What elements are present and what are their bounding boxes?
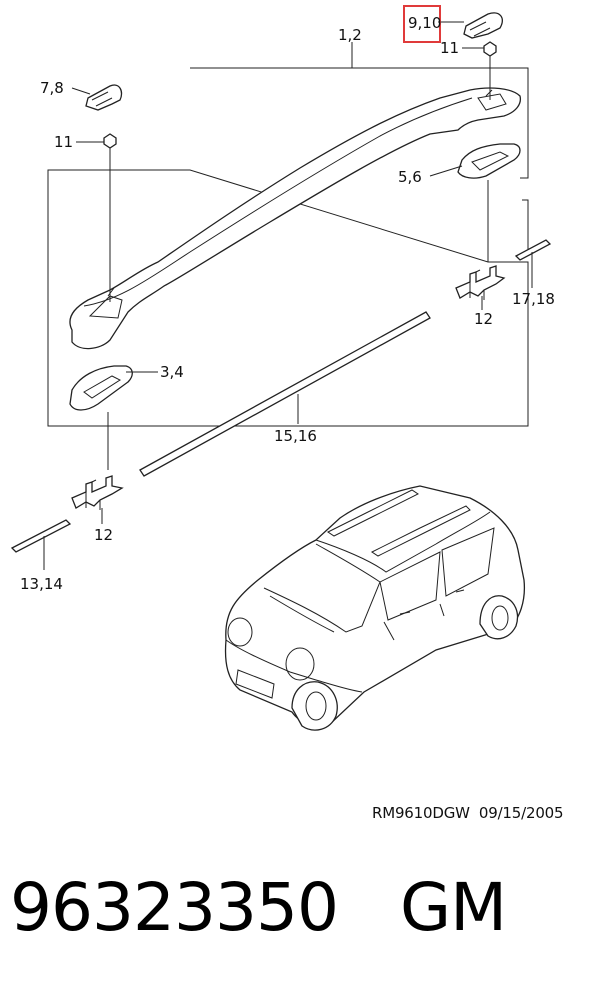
part-number: 96323350: [10, 869, 339, 946]
diagram-date: 09/15/2005: [478, 804, 564, 822]
brand-name: GM: [399, 869, 507, 946]
callout-clip-front: 12: [94, 526, 113, 544]
callout-molding: 15,16: [274, 427, 317, 445]
callout-nut-left: 11: [54, 133, 73, 151]
callout-end-cover-front: 7,8: [40, 79, 64, 97]
car-illustration: [224, 485, 526, 731]
callout-nut-top: 11: [440, 39, 459, 57]
callout-strip-front: 13,14: [20, 575, 63, 593]
clip-front: [71, 475, 124, 510]
pad-front: [69, 365, 133, 470]
leader-lines: [43, 21, 533, 570]
part-number-line: 96323350 GM: [10, 868, 507, 948]
side-molding: [139, 311, 431, 477]
roof-rack-rail: [69, 87, 522, 350]
callout-roof-rack: 1,2: [338, 26, 362, 44]
callout-pad-rear: 5,6: [398, 168, 422, 186]
strip-front: [10, 519, 72, 553]
callout-cap-top: 9,10: [408, 14, 441, 32]
callout-pad-front: 3,4: [160, 363, 184, 381]
end-cover-front: [85, 84, 123, 111]
diagram-code-id: RM9610DGW: [372, 804, 470, 822]
callout-clip-rear: 12: [474, 310, 493, 328]
callout-strip-rear: 17,18: [512, 290, 555, 308]
pad-rear: [457, 143, 521, 262]
diagram-code: RM9610DGW 09/15/2005: [372, 804, 564, 822]
highlight-box: [403, 5, 441, 43]
clip-rear: [455, 265, 506, 300]
nut-left: [103, 133, 117, 302]
strip-rear: [514, 239, 552, 261]
assembly-box: [47, 67, 529, 427]
end-cap-rear: [463, 12, 503, 39]
nut-top: [483, 41, 497, 100]
